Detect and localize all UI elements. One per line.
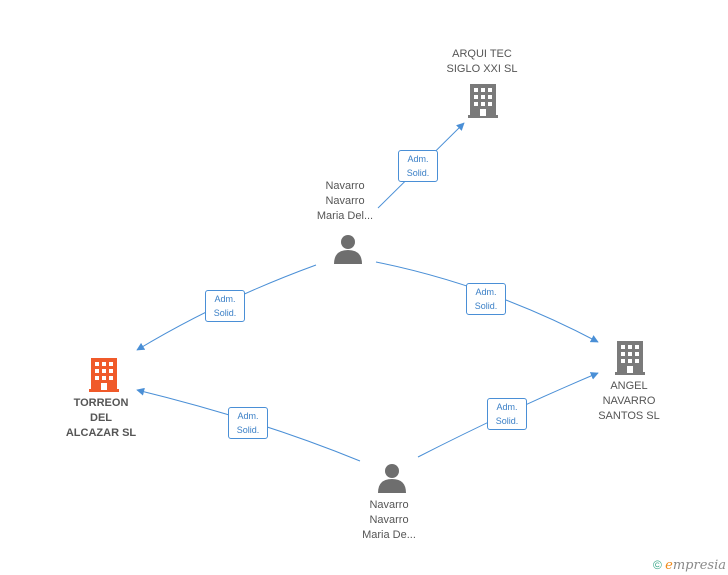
node-label-angel[interactable]: ANGEL NAVARRO SANTOS SL (584, 379, 674, 424)
building-icon[interactable] (615, 341, 645, 375)
badge-line: Adm. (229, 409, 267, 423)
label-line: ANGEL (584, 379, 674, 394)
label-line: ARQUI TEC (430, 47, 534, 62)
badge-line: Solid. (467, 299, 505, 313)
edge-badge-adm-solid[interactable]: Adm. Solid. (398, 150, 438, 182)
brand-rest: mpresia (673, 558, 726, 573)
badge-line: Adm. (467, 285, 505, 299)
node-label-torreon[interactable]: TORREON DEL ALCAZAR SL (55, 396, 147, 441)
person-icon[interactable] (377, 463, 407, 493)
copyright-icon: © (653, 558, 662, 572)
node-label-arquitec[interactable]: ARQUI TEC SIGLO XXI SL (430, 47, 534, 77)
node-label-navarro-top[interactable]: Navarro Navarro Maria Del... (300, 179, 390, 224)
label-line: NAVARRO (584, 394, 674, 409)
label-line: SANTOS SL (584, 409, 674, 424)
person-icon[interactable] (333, 234, 363, 264)
brand-letter: e (665, 558, 673, 573)
label-line: ALCAZAR SL (55, 426, 147, 441)
label-line: Maria De... (344, 528, 434, 543)
badge-line: Solid. (206, 306, 244, 320)
label-line: Navarro (300, 179, 390, 194)
badge-line: Solid. (488, 414, 526, 428)
label-line: Navarro (344, 498, 434, 513)
label-line: TORREON (55, 396, 147, 411)
empresia-logo: empresia (665, 558, 726, 573)
building-icon-main[interactable] (89, 358, 119, 392)
edge-badge-adm-solid[interactable]: Adm. Solid. (228, 407, 268, 439)
footer-brand[interactable]: © empresia (653, 558, 726, 573)
label-line: Maria Del... (300, 209, 390, 224)
badge-line: Adm. (206, 292, 244, 306)
label-line: SIGLO XXI SL (430, 62, 534, 77)
edge-badge-adm-solid[interactable]: Adm. Solid. (487, 398, 527, 430)
label-line: Navarro (344, 513, 434, 528)
badge-line: Solid. (399, 166, 437, 180)
label-line: DEL (55, 411, 147, 426)
badge-line: Solid. (229, 423, 267, 437)
edge-badge-adm-solid[interactable]: Adm. Solid. (205, 290, 245, 322)
edge-badge-adm-solid[interactable]: Adm. Solid. (466, 283, 506, 315)
node-label-navarro-bottom[interactable]: Navarro Navarro Maria De... (344, 498, 434, 543)
building-icon[interactable] (468, 84, 498, 118)
badge-line: Adm. (399, 152, 437, 166)
label-line: Navarro (300, 194, 390, 209)
badge-line: Adm. (488, 400, 526, 414)
